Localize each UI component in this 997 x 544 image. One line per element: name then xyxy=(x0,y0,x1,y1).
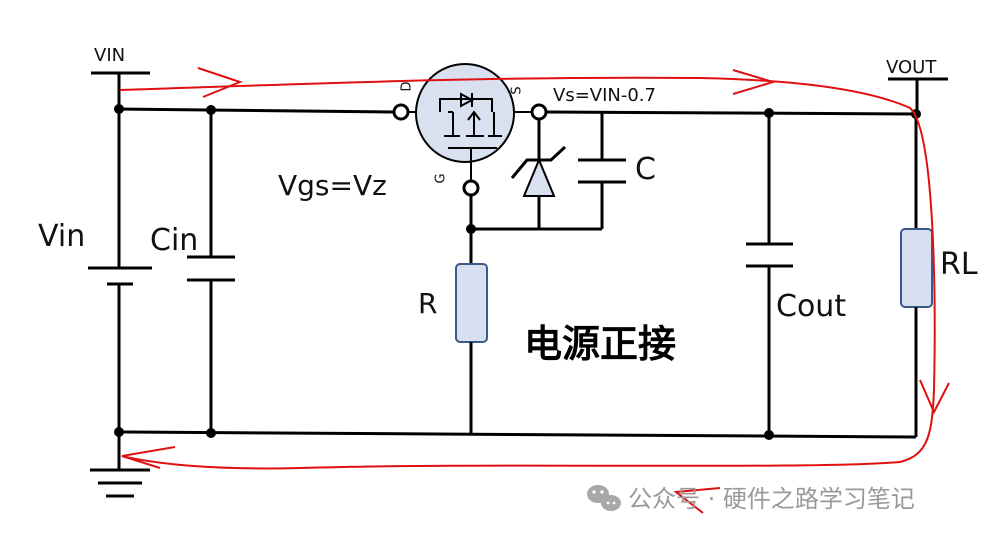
pin-s-label: S xyxy=(509,86,525,95)
mosfet-q1 xyxy=(392,63,548,197)
rl-resistor xyxy=(900,114,933,437)
vs-label: Vs=VIN-0.7 xyxy=(553,85,656,106)
rl-label: RL xyxy=(940,247,978,282)
top-wire-output xyxy=(546,110,917,116)
r-resistor xyxy=(455,263,488,435)
junction-dots xyxy=(114,104,921,440)
cin-label: Cin xyxy=(150,223,199,258)
zener-diode xyxy=(510,119,567,229)
pin-d-label: D xyxy=(399,81,415,92)
vgs-label: Vgs=Vz xyxy=(278,169,387,202)
r-label: R xyxy=(418,287,438,320)
gate-wire xyxy=(469,195,602,264)
wechat-icon xyxy=(587,485,621,511)
bottom-wire xyxy=(118,430,917,439)
body-diode-icon xyxy=(460,92,475,108)
vin-rail-symbol xyxy=(91,71,150,109)
source-terminal xyxy=(530,103,548,121)
vin-source xyxy=(88,109,152,470)
vout-rail-label: VOUT xyxy=(886,57,937,78)
c-capacitor xyxy=(578,112,626,229)
watermark-text: 公众号 · 硬件之路学习笔记 xyxy=(628,485,915,513)
vout-rail-symbol xyxy=(888,77,948,114)
gate-terminal xyxy=(462,179,480,197)
cin-capacitor xyxy=(187,110,235,433)
vin-rail-label: VIN xyxy=(94,45,126,66)
current-path xyxy=(119,67,950,514)
c-label: C xyxy=(635,152,656,187)
vin-source-label: Vin xyxy=(38,219,86,254)
drain-terminal xyxy=(392,103,410,121)
diagram-title: 电源正接 xyxy=(524,322,677,366)
pin-g-label: G xyxy=(433,173,449,184)
ground-symbol xyxy=(90,468,150,498)
cout-label: Cout xyxy=(776,289,847,324)
cout-capacitor xyxy=(746,113,793,435)
top-wire-input xyxy=(118,107,394,114)
